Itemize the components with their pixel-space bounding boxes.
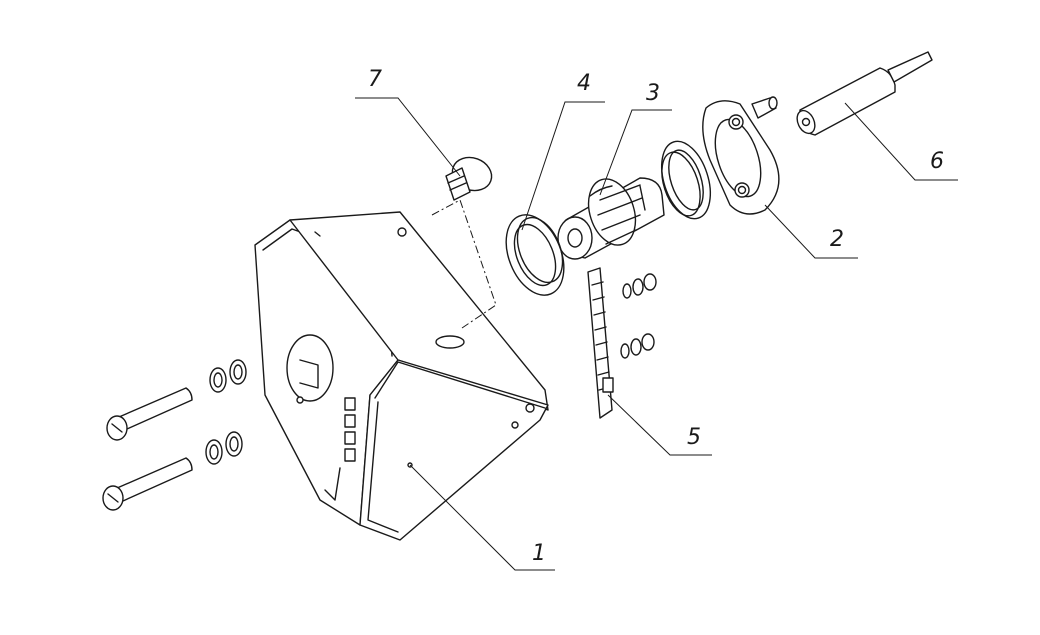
assembly-axis (431, 199, 497, 329)
bolts-and-washers (102, 359, 247, 511)
callout-1: 1 (532, 541, 546, 566)
callout-6: 6 (930, 149, 944, 174)
callout-3: 3 (646, 81, 660, 106)
part-5-circuit-board (587, 267, 657, 419)
callout-5: 5 (687, 425, 701, 450)
part-3-spool (557, 177, 665, 260)
part-4-ring (505, 214, 565, 296)
part-6-pin (796, 51, 933, 136)
callout-2: 2 (830, 227, 844, 252)
part-2-flange-plate (702, 96, 780, 215)
part-7-plug (445, 156, 493, 201)
callout-7: 7 (368, 67, 382, 92)
part-1-housing (254, 211, 549, 541)
callout-leaders (355, 97, 958, 571)
callout-4: 4 (577, 71, 591, 96)
seal-ring (660, 140, 712, 220)
